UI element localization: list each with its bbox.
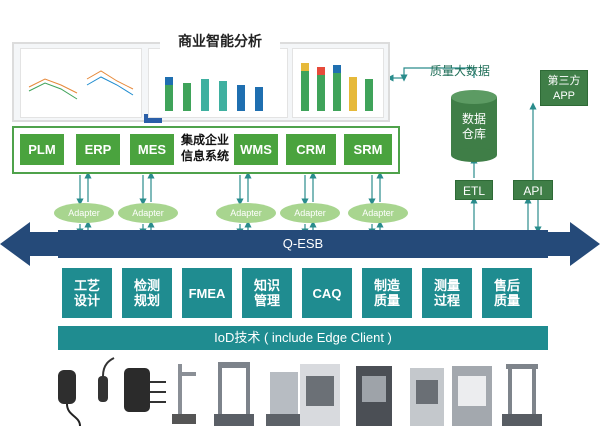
edge-device-dongle-icon: [98, 357, 115, 402]
measuring-instrument-icon: [410, 368, 444, 426]
cmm-machine-icon-3: [266, 372, 302, 426]
center-line1: 集成企业: [180, 133, 229, 147]
f5-l2: 质量: [373, 293, 400, 308]
iod-technology-bar: IoD技术 ( include Edge Client ): [58, 326, 548, 350]
cnc-machine-icon-2: [356, 366, 392, 426]
adapter-1: Adapter: [54, 203, 114, 223]
function-inspection-planning[interactable]: 检测规划: [122, 268, 172, 318]
function-manufacturing-quality[interactable]: 制造质量: [362, 268, 412, 318]
f6-l2: 过程: [433, 293, 460, 308]
warehouse-line1: 数据: [461, 112, 486, 126]
f1-l2: 规划: [133, 293, 160, 308]
third-party-app-box[interactable]: 第三方 APP: [540, 70, 588, 106]
warehouse-cylinder: [451, 90, 497, 162]
dashboard-panel-left: [20, 48, 142, 118]
cnc-machine-icon-1: [300, 364, 340, 426]
bi-dashboard: [12, 42, 390, 123]
mini-line-chart: [28, 70, 134, 100]
test-chamber-icon: [452, 366, 492, 426]
system-mes[interactable]: MES: [130, 134, 174, 165]
enterprise-info-system-label: 集成企业 信息系统: [180, 132, 230, 168]
cmm-machine-icon-2: [214, 362, 254, 426]
dashboard-panel-mid: [148, 48, 288, 118]
f7-l1: 售后: [493, 278, 520, 293]
f5-l1: 制造: [373, 278, 400, 293]
edge-device-hub-icon: [124, 368, 166, 412]
system-wms[interactable]: WMS: [234, 134, 278, 165]
warehouse-label: 数据 仓库: [451, 112, 497, 142]
f6-l1: 测量: [433, 278, 460, 293]
adapter-5: Adapter: [348, 203, 408, 223]
cmm-machine-icon-4: [502, 364, 542, 426]
center-line2: 信息系统: [180, 149, 229, 163]
warehouse-line2: 仓库: [461, 127, 486, 141]
adapter-3: Adapter: [216, 203, 276, 223]
esb-left-arrow: [0, 222, 58, 266]
quality-big-data-label: 质量大数据: [430, 64, 491, 78]
f7-l2: 质量: [493, 293, 520, 308]
bi-title: 商业智能分析: [160, 30, 280, 52]
f3-l1: 知识: [253, 278, 280, 293]
esb-right-arrow: [548, 222, 600, 266]
f0-l1: 工艺: [73, 278, 100, 293]
app-line2: APP: [552, 90, 575, 102]
function-after-sales-quality[interactable]: 售后质量: [482, 268, 532, 318]
system-erp[interactable]: ERP: [76, 134, 120, 165]
system-crm[interactable]: CRM: [286, 134, 336, 165]
adapter-4: Adapter: [280, 203, 340, 223]
f0-l2: 设计: [73, 293, 100, 308]
f4-l1: CAQ: [312, 285, 342, 301]
edge-device-cable-icon: [58, 370, 81, 427]
equipment-row: [58, 357, 542, 427]
function-craft-design[interactable]: 工艺设计: [62, 268, 112, 318]
app-line1: 第三方: [547, 75, 581, 87]
dashboard-button[interactable]: [144, 114, 162, 123]
etl-box[interactable]: ETL: [455, 180, 493, 200]
api-box[interactable]: API: [513, 180, 553, 200]
function-knowledge-management[interactable]: 知识管理: [242, 268, 292, 318]
mini-stacked-chart: [301, 63, 373, 111]
mini-bar-chart: [165, 77, 263, 111]
system-plm[interactable]: PLM: [20, 134, 64, 165]
cmm-machine-icon-1: [172, 364, 196, 424]
dashboard-panel-right: [292, 48, 384, 118]
system-srm[interactable]: SRM: [344, 134, 392, 165]
f2-l1: FMEA: [188, 285, 226, 301]
adapter-2: Adapter: [118, 203, 178, 223]
q-esb-bar: Q-ESB: [58, 230, 548, 258]
f3-l2: 管理: [253, 293, 280, 308]
function-fmea[interactable]: FMEA: [182, 268, 232, 318]
function-measurement-process[interactable]: 测量过程: [422, 268, 472, 318]
f1-l1: 检测: [133, 278, 160, 293]
function-caq[interactable]: CAQ: [302, 268, 352, 318]
